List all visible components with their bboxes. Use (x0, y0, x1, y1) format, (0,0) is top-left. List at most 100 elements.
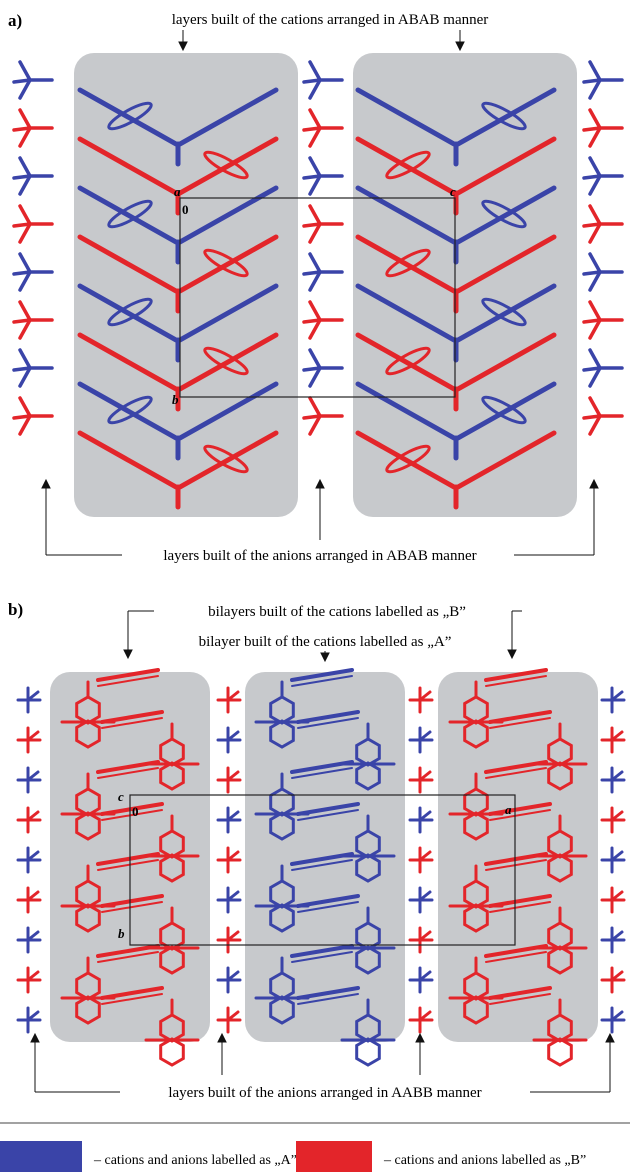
anion (16, 1006, 42, 1034)
anion (408, 1006, 434, 1034)
anion (16, 686, 42, 714)
anion (582, 300, 624, 340)
anion (408, 846, 434, 874)
anion (582, 156, 624, 196)
cation-ring (448, 944, 548, 1025)
cation-v (355, 381, 557, 461)
anion (408, 806, 434, 834)
anion (582, 348, 624, 388)
anion (216, 766, 242, 794)
anion (12, 204, 54, 244)
anion (216, 806, 242, 834)
anion (12, 108, 54, 148)
anion (408, 726, 434, 754)
cation-ring (100, 986, 200, 1067)
cation-ring (296, 710, 396, 791)
cation-ring (60, 760, 160, 841)
anion (408, 886, 434, 914)
anion (16, 966, 42, 994)
cation-v (355, 234, 557, 314)
cation-ring (488, 802, 588, 883)
anion (12, 156, 54, 196)
legend-swatch-b (296, 1141, 372, 1172)
cell-a-origin: 0 (182, 202, 189, 217)
legend-text-a: – cations and anions labelled as „A” (93, 1153, 297, 1168)
panel-b-anions (16, 686, 626, 1034)
anion (16, 846, 42, 874)
anion (302, 300, 344, 340)
anion (12, 252, 54, 292)
panel-a-label: a) (8, 11, 22, 30)
cation-v (355, 87, 557, 167)
panel-a-molecules (77, 87, 557, 510)
anion (302, 204, 344, 244)
anion (216, 726, 242, 754)
anion (216, 966, 242, 994)
cation-ring (296, 986, 396, 1067)
anion (12, 60, 54, 100)
bottom-bracket-a (41, 478, 599, 556)
cell-a-label-c: c (450, 184, 456, 199)
top-arrow-right (455, 30, 465, 52)
anion (302, 60, 344, 100)
anion (600, 726, 626, 754)
unit-cell-b (129, 794, 516, 946)
cation-ring (100, 710, 200, 791)
cation-v (77, 185, 279, 265)
cation-v (355, 283, 557, 363)
anion (600, 766, 626, 794)
anion (600, 806, 626, 834)
cation-v (77, 430, 279, 510)
anion (582, 60, 624, 100)
anion (302, 108, 344, 148)
cell-b-label-b: b (118, 926, 125, 941)
anion (16, 726, 42, 754)
anion (302, 396, 344, 436)
panel-a-top-caption: layers built of the cations arranged in … (172, 12, 489, 28)
panel-b-label: b) (8, 600, 23, 619)
anion (216, 1006, 242, 1034)
cell-a-label-b: b (172, 392, 179, 407)
cation-v (355, 430, 557, 510)
cell-a-label-a: a (174, 184, 181, 199)
anion (216, 846, 242, 874)
cation-ring (254, 852, 354, 933)
anion (600, 846, 626, 874)
anion (582, 252, 624, 292)
cation-ring (296, 894, 396, 975)
anion (12, 348, 54, 388)
anion (16, 766, 42, 794)
cation-v (77, 332, 279, 412)
cation-v (355, 136, 557, 216)
cell-b-label-c: c (118, 789, 124, 804)
caption-b-brackets (123, 610, 522, 663)
cation-v (355, 185, 557, 265)
cation-v (77, 87, 279, 167)
legend: – cations and anions labelled as „A” – c… (0, 1122, 630, 1172)
top-arrow-left (178, 30, 188, 52)
panel-b-molecules (60, 668, 588, 1067)
cation-v (77, 283, 279, 363)
unit-cell-a (179, 197, 456, 398)
anion (582, 204, 624, 244)
panel-b-caption-b: bilayers built of the cations labelled a… (208, 604, 466, 620)
anion (216, 686, 242, 714)
anion (302, 252, 344, 292)
cation-v (77, 381, 279, 461)
anion (302, 156, 344, 196)
anion (408, 966, 434, 994)
cation-v (77, 234, 279, 314)
bottom-bracket-b (30, 1032, 615, 1093)
cation-ring (488, 710, 588, 791)
anion (582, 396, 624, 436)
cation-ring (254, 944, 354, 1025)
anion (408, 926, 434, 954)
anion (408, 766, 434, 794)
anion (302, 348, 344, 388)
panel-a: a) layers built of the cations arranged … (8, 11, 624, 564)
panel-b-caption-a: bilayer built of the cations labelled as… (199, 634, 452, 650)
anion (600, 686, 626, 714)
anion (600, 966, 626, 994)
anion (216, 926, 242, 954)
